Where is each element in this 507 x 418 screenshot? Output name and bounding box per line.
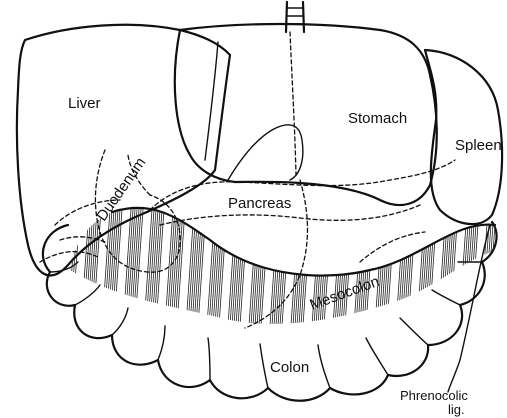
- mesocolon-hatch-stroke: [153, 195, 163, 340]
- mesocolon-hatch-stroke: [176, 195, 186, 340]
- label-phrenocolic-lig: lig.: [448, 402, 465, 417]
- mesocolon-hatch-stroke: [321, 195, 331, 340]
- mesocolon-hatch-stroke: [323, 195, 333, 340]
- mesocolon-hatch-stroke: [250, 195, 260, 340]
- mesocolon-hatch-stroke: [147, 195, 157, 340]
- mesocolon-hatch-stroke: [155, 195, 165, 340]
- mesocolon-hatch-stroke: [424, 195, 434, 340]
- mesocolon-hatch-stroke: [342, 195, 352, 340]
- mesocolon-hatch-stroke: [359, 195, 369, 340]
- mesocolon-hatch-stroke: [336, 195, 346, 340]
- mesocolon-hatch-stroke: [84, 195, 94, 340]
- mesocolon-hatch-stroke: [332, 195, 342, 340]
- mesocolon-hatch-stroke: [449, 195, 459, 340]
- mesocolon-hatch-stroke: [353, 195, 363, 340]
- mesocolon-hatch-stroke: [191, 195, 201, 340]
- mesocolon-hatch-stroke: [239, 195, 249, 340]
- mesocolon-hatch-stroke: [365, 195, 375, 340]
- mesocolon-hatch-stroke: [397, 195, 407, 340]
- mesocolon-hatch-stroke: [122, 195, 132, 340]
- mesocolon-hatch-stroke: [437, 195, 447, 340]
- mesocolon-hatch-stroke: [227, 195, 237, 340]
- mesocolon-hatch-stroke: [386, 195, 396, 340]
- mesocolon-hatch-stroke: [363, 195, 373, 340]
- mesocolon-hatch-stroke: [218, 195, 228, 340]
- mesocolon-hatch-stroke: [357, 195, 367, 340]
- mesocolon-hatch-stroke: [80, 195, 90, 340]
- label-spleen: Spleen: [455, 137, 502, 154]
- mesocolon-hatch-stroke: [470, 195, 480, 340]
- mesocolon-hatch-stroke: [313, 195, 323, 340]
- mesocolon-hatch-stroke: [416, 195, 426, 340]
- mesocolon-hatch-stroke: [275, 195, 285, 340]
- mesocolon-hatch-stroke: [185, 195, 195, 340]
- mesocolon-hatch-stroke: [344, 195, 354, 340]
- label-pancreas: Pancreas: [228, 195, 291, 212]
- label-phrenocolic: Phrenocolic: [400, 388, 468, 403]
- mesocolon-hatch-stroke: [290, 195, 300, 340]
- mesocolon-hatch-stroke: [271, 195, 281, 340]
- mesocolon-hatch-stroke: [355, 195, 365, 340]
- mesocolon-hatch-stroke: [340, 195, 350, 340]
- mesocolon-hatch-stroke: [216, 195, 226, 340]
- mesocolon-hatch-stroke: [361, 195, 371, 340]
- mesocolon-hatch-stroke: [113, 195, 123, 340]
- mesocolon-hatch-stroke: [487, 195, 497, 340]
- mesocolon-hatch-stroke: [151, 195, 161, 340]
- mesocolon: [48, 195, 497, 340]
- mesocolon-hatch-stroke: [143, 195, 153, 340]
- mesocolon-hatch-stroke: [420, 195, 430, 340]
- mesocolon-hatch-stroke: [311, 195, 321, 340]
- mesocolon-hatch-stroke: [82, 195, 92, 340]
- esophagus: [286, 2, 304, 32]
- mesocolon-hatch-stroke: [193, 195, 203, 340]
- mesocolon-hatch-stroke: [86, 195, 96, 340]
- mesocolon-hatch-stroke: [462, 195, 472, 340]
- mesocolon-hatch-stroke: [235, 195, 245, 340]
- mesocolon-hatch-stroke: [296, 195, 306, 340]
- mesocolon-hatch-stroke: [248, 195, 258, 340]
- mesocolon-hatch-stroke: [124, 195, 134, 340]
- mesocolon-hatch-stroke: [187, 195, 197, 340]
- mesocolon-hatch-stroke: [212, 195, 222, 340]
- mesocolon-hatch-stroke: [401, 195, 411, 340]
- mesocolon-hatch-stroke: [315, 195, 325, 340]
- mesocolon-hatch-stroke: [407, 195, 417, 340]
- mesocolon-hatch-stroke: [418, 195, 428, 340]
- mesocolon-hatch-stroke: [300, 195, 310, 340]
- mesocolon-hatch-stroke: [231, 195, 241, 340]
- mesocolon-hatch-stroke: [233, 195, 243, 340]
- phrenocolic-ligament: [448, 225, 490, 392]
- mesocolon-hatch-stroke: [384, 195, 394, 340]
- mesocolon-hatch-stroke: [294, 195, 304, 340]
- mesocolon-hatch-stroke: [422, 195, 432, 340]
- mesocolon-hatch-stroke: [59, 195, 69, 340]
- mesocolon-hatch-stroke: [317, 195, 327, 340]
- mesocolon-hatch-stroke: [145, 195, 155, 340]
- mesocolon-hatch-stroke: [71, 195, 81, 340]
- mesocolon-hatch-stroke: [48, 195, 58, 340]
- mesocolon-hatch-stroke: [426, 195, 436, 340]
- label-stomach: Stomach: [348, 110, 407, 127]
- mesocolon-hatch-stroke: [149, 195, 159, 340]
- mesocolon-hatch-stroke: [405, 195, 415, 340]
- mesocolon-hatch-stroke: [50, 195, 60, 340]
- label-liver: Liver: [68, 95, 101, 112]
- mesocolon-hatch-stroke: [237, 195, 247, 340]
- pancreas: [150, 160, 455, 225]
- mesocolon-hatch-stroke: [229, 195, 239, 340]
- label-colon: Colon: [270, 359, 309, 376]
- mesocolon-hatch-stroke: [428, 195, 438, 340]
- mesocolon-hatch-stroke: [338, 195, 348, 340]
- mesocolon-hatch-stroke: [319, 195, 329, 340]
- mesocolon-hatch-stroke: [189, 195, 199, 340]
- mesocolon-hatch-stroke: [269, 195, 279, 340]
- mesocolon-hatch-stroke: [403, 195, 413, 340]
- mesocolon-hatch-stroke: [466, 195, 476, 340]
- mesocolon-hatch-stroke: [334, 195, 344, 340]
